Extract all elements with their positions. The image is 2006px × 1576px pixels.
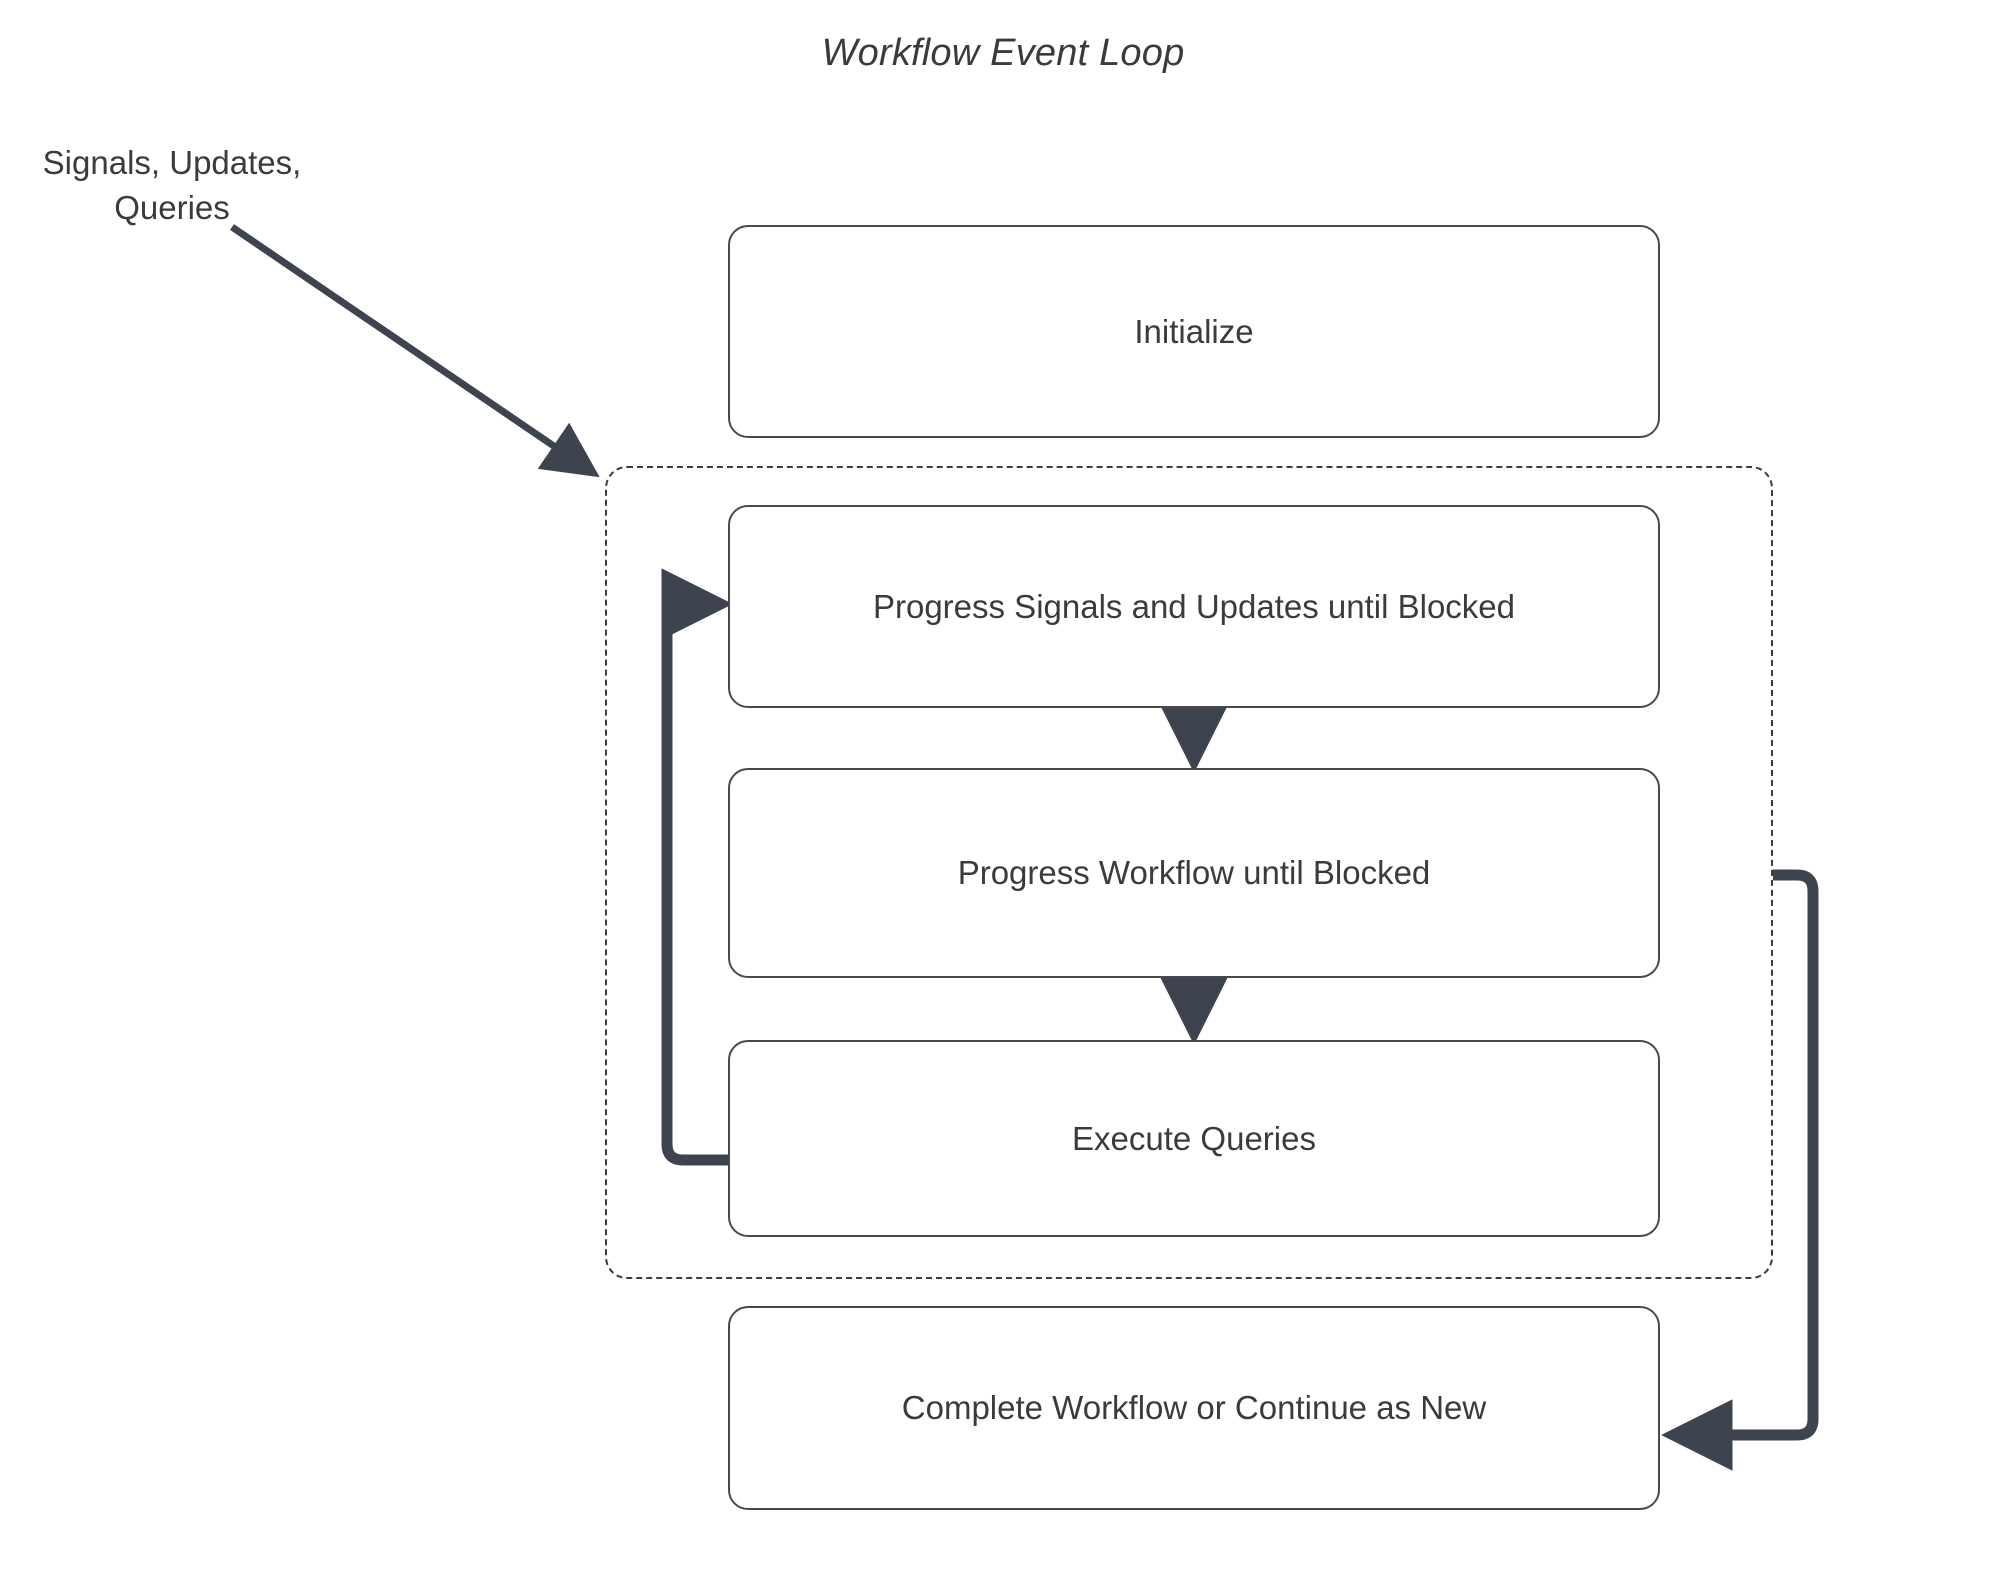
external-input-label: Signals, Updates, Queries	[42, 144, 302, 226]
node-progress-workflow[interactable]: Progress Workflow until Blocked	[728, 768, 1660, 978]
node-progress-workflow-label: Progress Workflow until Blocked	[957, 854, 1431, 891]
node-progress-signals-label: Progress Signals and Updates until Block…	[872, 587, 1516, 625]
node-progress-signals-and-updates[interactable]: Progress Signals and Updates until Block…	[728, 505, 1660, 708]
node-complete-workflow-label: Complete Workflow or Continue as New	[901, 1389, 1487, 1426]
node-initialize-label: Initialize	[1134, 312, 1254, 350]
node-execute-queries[interactable]: Execute Queries	[728, 1040, 1660, 1237]
page-title: Workflow Event Loop	[821, 32, 1185, 74]
node-execute-queries-label: Execute Queries	[1072, 1119, 1316, 1157]
node-initialize[interactable]: Initialize	[728, 225, 1660, 438]
edge-signals-to-loop	[230, 224, 600, 478]
node-complete-workflow[interactable]: Complete Workflow or Continue as New	[728, 1306, 1660, 1510]
